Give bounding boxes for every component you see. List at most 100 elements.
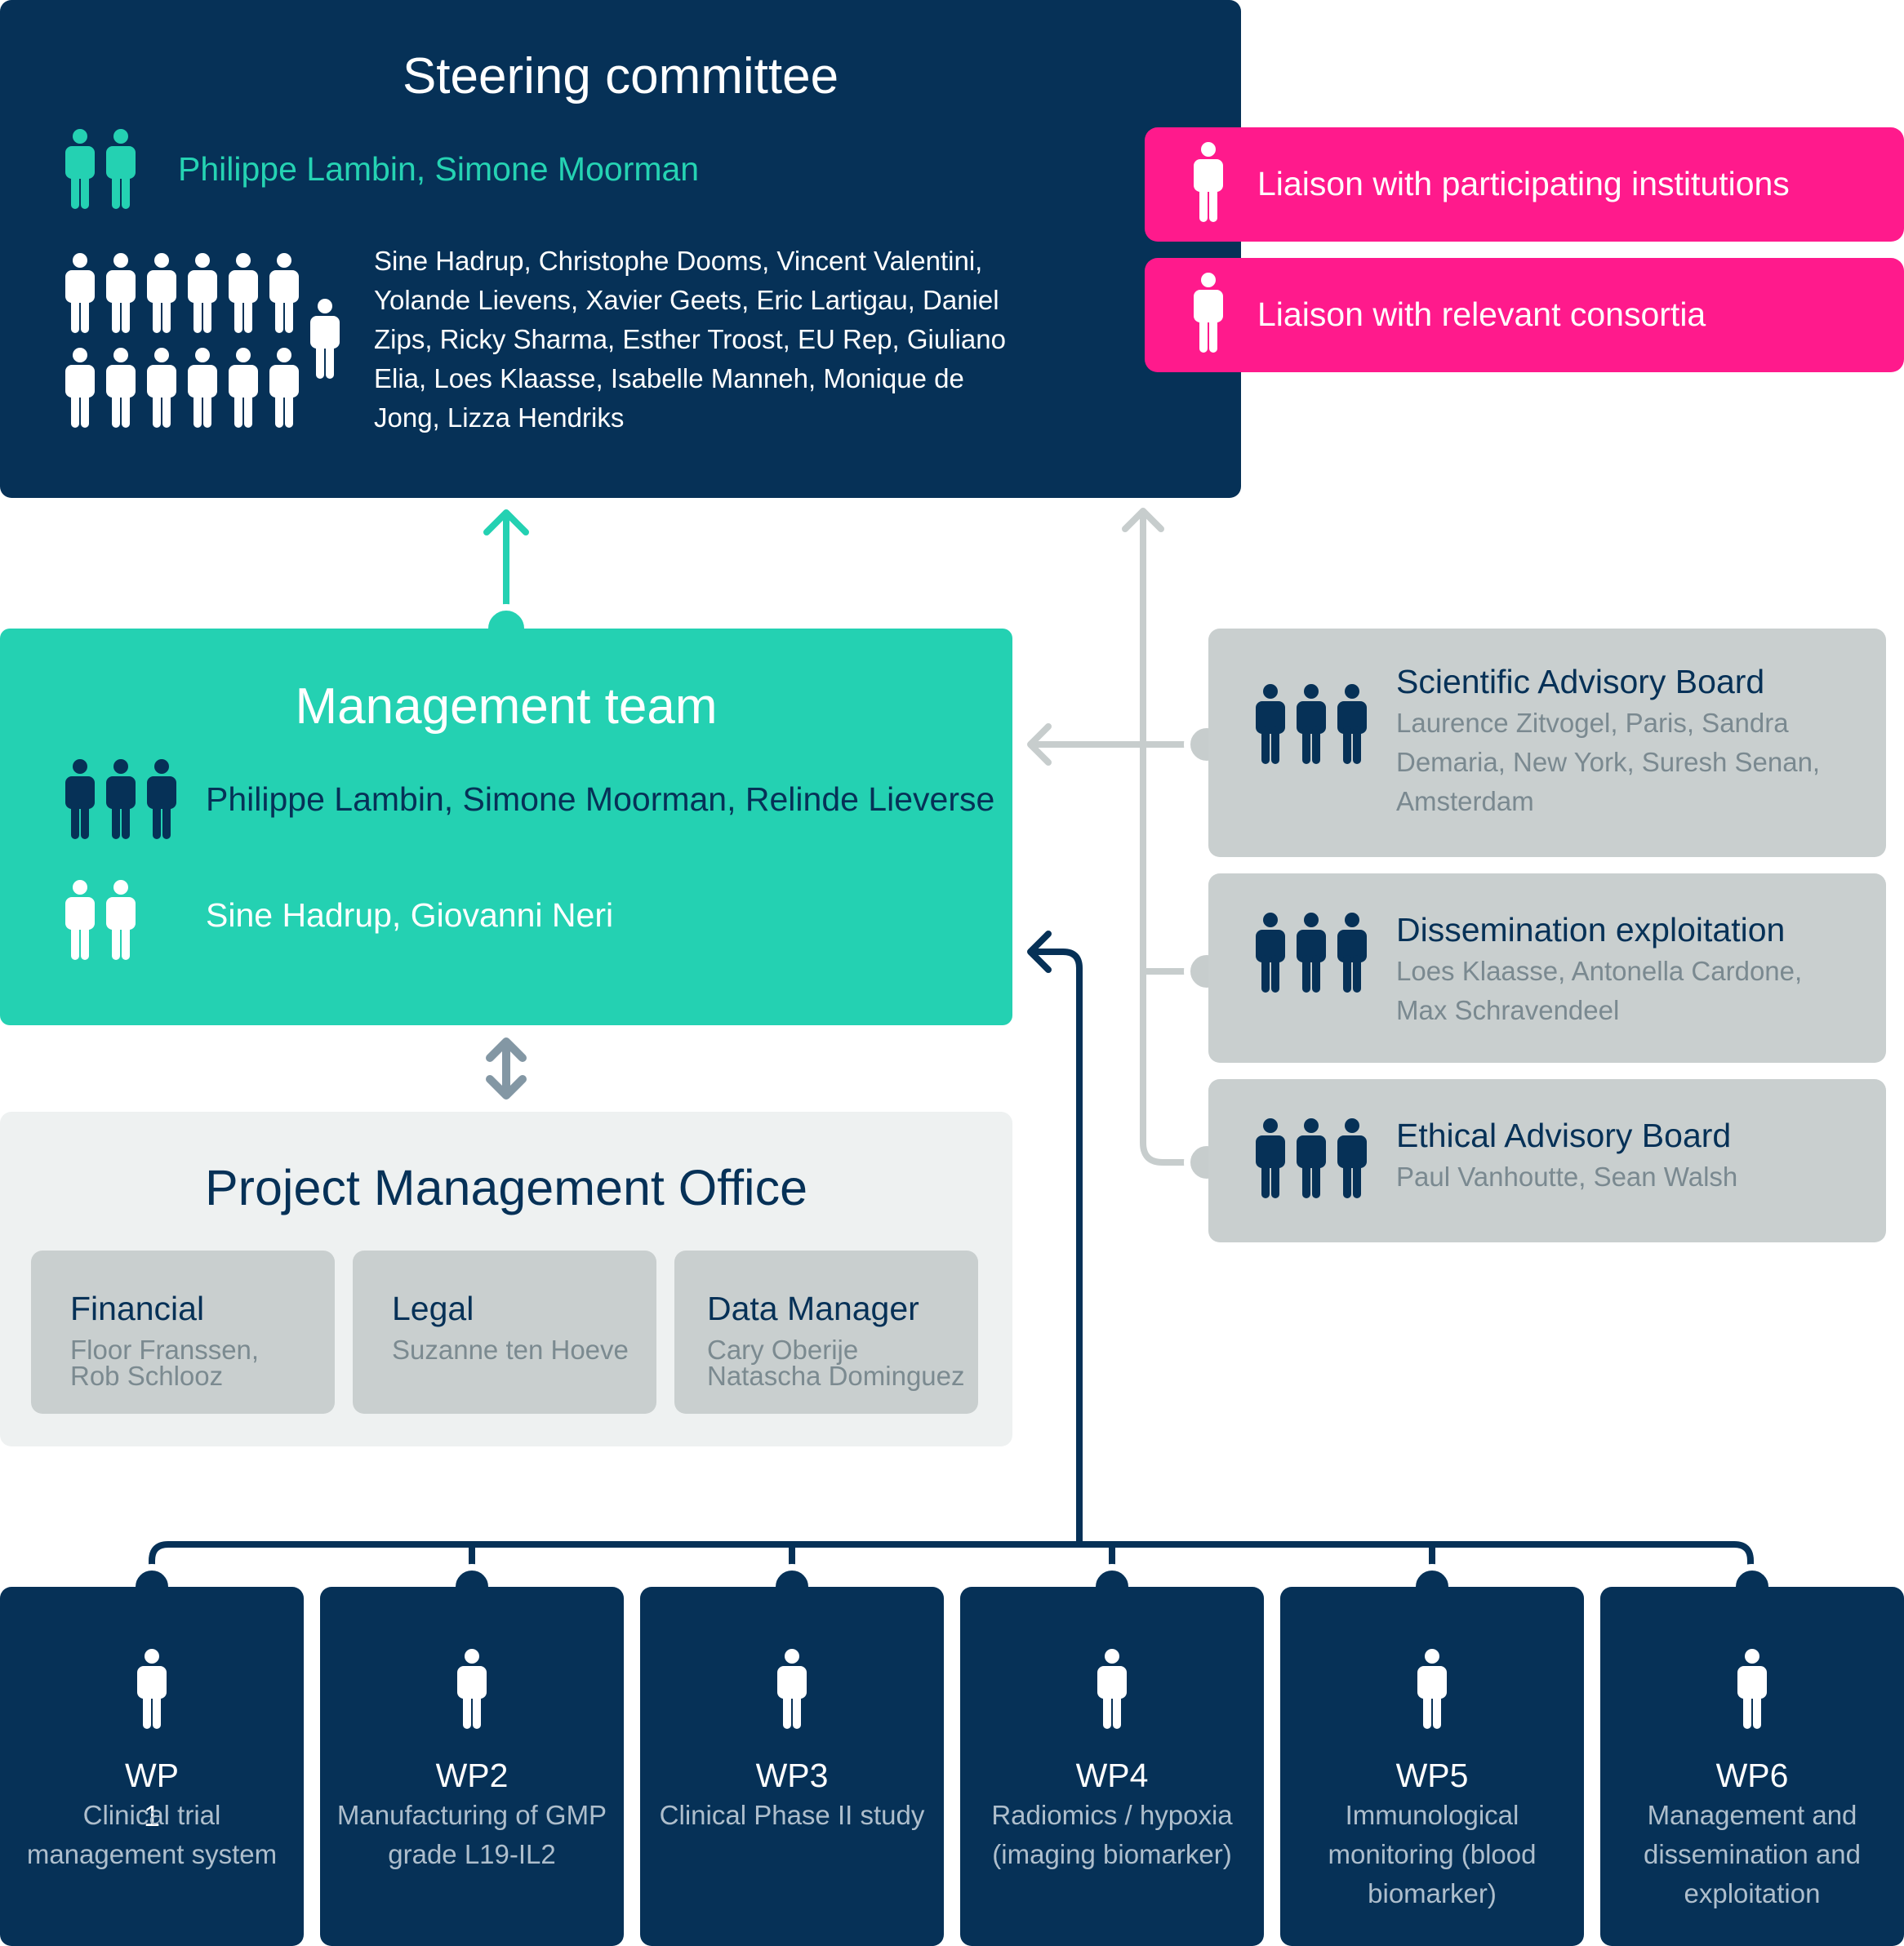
steering-extra-member-icon [309, 299, 349, 393]
liaison-institutions-box [1145, 127, 1904, 242]
pmo-up-arrowhead [486, 1037, 527, 1062]
pmo-card-financial-name-1: Floor Franssen, [70, 1335, 260, 1365]
wp-trunk-arrowhead [1027, 931, 1052, 973]
steering-committee-title: Steering committee [402, 48, 839, 104]
liaison-consortia-person-icon [1192, 273, 1233, 367]
management-team-title: Management team [295, 678, 718, 735]
work-package-person-icon [776, 1649, 816, 1735]
management-core-icon-group [64, 759, 186, 854]
liaison-institutions-person-icon [1192, 142, 1233, 237]
person-icon [147, 253, 176, 333]
work-package-title: WP4 [1075, 1757, 1149, 1794]
person-icon [229, 253, 258, 333]
person-icon [1256, 913, 1285, 993]
person-icon [1097, 1649, 1127, 1729]
person-icon [310, 299, 340, 379]
pmo-title: Project Management Office [204, 1160, 808, 1215]
person-icon [65, 129, 95, 209]
person-icon [269, 348, 299, 428]
scientific-board-icon-group [1254, 684, 1377, 779]
scientific-advisory-board-box [1208, 629, 1886, 857]
person-icon [65, 348, 95, 428]
work-package-person-icon [136, 1649, 176, 1735]
advisory-top-arrowhead [1122, 508, 1164, 532]
person-icon [1256, 1118, 1285, 1198]
management-support-icon-group [64, 880, 145, 975]
work-package-person-icon [1416, 1649, 1457, 1735]
work-package-card [640, 1587, 944, 1946]
person-icon [1417, 1649, 1447, 1729]
person-icon [147, 759, 176, 839]
work-package-card [320, 1587, 624, 1946]
liaison-institutions-label: Liaison with participating institutions [1257, 165, 1790, 202]
ethical-advisory-board-title: Ethical Advisory Board [1396, 1117, 1732, 1154]
management-core-members: Philippe Lambin, Simone Moorman, Relinde… [206, 780, 995, 818]
pmo-card-data-manager [674, 1251, 978, 1414]
work-package-description: Clinical Phase II study [659, 1800, 925, 1830]
work-package-person-icon [456, 1649, 496, 1735]
steering-arrowhead [483, 509, 529, 535]
scientific-advisory-board-title: Scientific Advisory Board [1396, 663, 1765, 700]
liaison-consortia-box [1145, 258, 1904, 372]
work-package-description: Clinical trial management system [26, 1800, 278, 1869]
steering-members-icon-group [64, 253, 309, 442]
work-package-card [0, 1587, 304, 1946]
pmo-card-financial-title: Financial [70, 1290, 205, 1327]
work-package-title: WP6 [1715, 1757, 1789, 1794]
person-icon [106, 759, 136, 839]
person-icon [1256, 684, 1285, 764]
person-icon [106, 348, 136, 428]
person-icon [65, 759, 95, 839]
pmo-card-legal [353, 1251, 656, 1414]
advisory-left-arrowhead [1027, 723, 1052, 766]
work-package-card [1600, 1587, 1904, 1946]
person-icon [1297, 913, 1326, 993]
management-support-members: Sine Hadrup, Giovanni Neri [206, 896, 614, 934]
person-icon [1194, 142, 1223, 222]
person-icon [269, 253, 299, 333]
steering-members: Sine Hadrup, Christophe Dooms, Vincent V… [374, 246, 1006, 433]
work-package-person-icon [1736, 1649, 1777, 1735]
pmo-card-legal-title: Legal [392, 1290, 474, 1327]
work-package-description: Immunological monitoring (blood biomarke… [1328, 1800, 1537, 1908]
person-icon [1297, 684, 1326, 764]
work-package-title: WP [124, 1757, 180, 1794]
work-package-description: Management and dissemination and exploit… [1644, 1800, 1861, 1908]
scientific-advisory-board-names: Laurence Zitvogel, Paris, Sandra Demaria… [1396, 708, 1821, 816]
ethical-board-icon-group [1254, 1118, 1377, 1213]
pmo-card-financial-name-2: Rob Schlooz [70, 1361, 224, 1391]
work-package-card [960, 1587, 1264, 1946]
dissemination-exploitation-title: Dissemination exploitation [1396, 911, 1786, 949]
work-package-description: Manufacturing of GMP grade L19-IL2 [336, 1800, 607, 1869]
wp-bus-line [149, 1541, 1754, 1587]
person-icon [457, 1649, 487, 1729]
advisory-bottom-curve [1140, 1142, 1208, 1166]
liaison-consortia-label: Liaison with relevant consortia [1257, 295, 1706, 333]
pmo-down-arrowhead [486, 1075, 527, 1100]
person-icon [1297, 1118, 1326, 1198]
ethical-advisory-board-names: Paul Vanhoutte, Sean Walsh [1396, 1162, 1738, 1192]
work-package-person-icon [1096, 1649, 1137, 1735]
work-package-card [1280, 1587, 1584, 1946]
person-icon [777, 1649, 807, 1729]
steering-chairs: Philippe Lambin, Simone Moorman [178, 150, 700, 188]
person-icon [65, 880, 95, 960]
person-icon [1337, 1118, 1367, 1198]
pmo-card-legal-name-1: Suzanne ten Hoeve [392, 1335, 629, 1365]
person-icon [188, 253, 217, 333]
person-icon [147, 348, 176, 428]
person-icon [1737, 1649, 1767, 1729]
person-icon [106, 253, 136, 333]
pmo-card-data-manager-title: Data Manager [707, 1290, 919, 1327]
dissemination-exploitation-box [1208, 873, 1886, 1063]
person-icon [1194, 273, 1223, 353]
person-icon [1337, 913, 1367, 993]
work-package-title: WP5 [1395, 1757, 1469, 1794]
pmo-card-data-manager-name-2: Natascha Dominguez [707, 1361, 965, 1391]
work-package-title: WP2 [435, 1757, 509, 1794]
work-package-description: Radiomics / hypoxia (imaging biomarker) [991, 1800, 1233, 1869]
person-icon [65, 253, 95, 333]
wp-trunk-line [1030, 949, 1083, 1544]
steering-chairs-icon-group [64, 129, 145, 224]
dissemination-exploitation-names: Loes Klaasse, Antonella Cardone, Max Sch… [1396, 956, 1803, 1025]
